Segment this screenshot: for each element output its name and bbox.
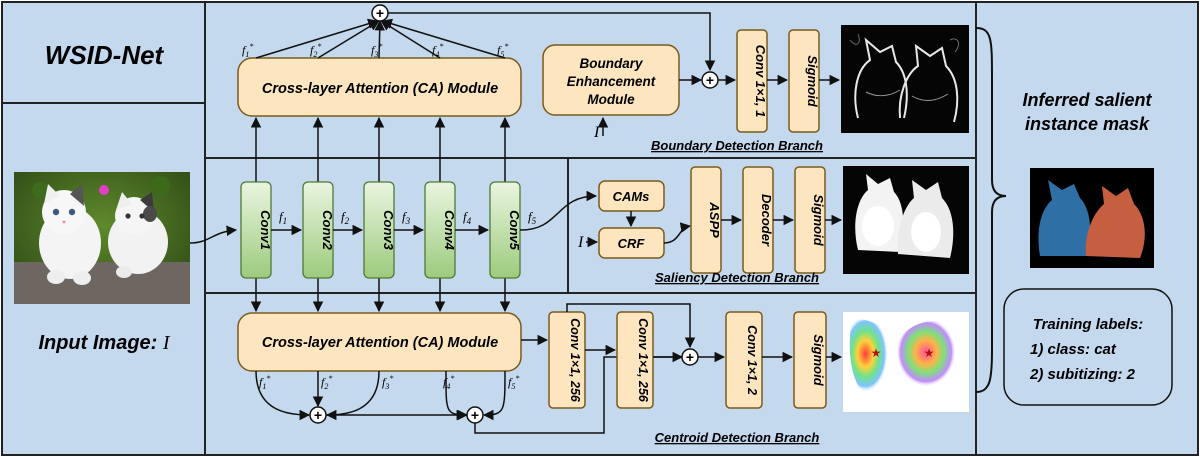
diagram-title: WSID-Net	[45, 40, 165, 70]
svg-text:Module: Module	[587, 92, 635, 107]
crf-block: CRF	[598, 227, 665, 259]
training-label-subitizing: 2) subitizing: 2	[1029, 366, 1136, 383]
ca-top-fusion-arrow	[255, 18, 379, 59]
feature-label-2: f2	[341, 209, 350, 226]
ca-module-top: Cross-layer Attention (CA) Module	[237, 57, 522, 117]
ca-module-bottom-label: Cross-layer Attention (CA) Module	[262, 335, 498, 351]
svg-text:Conv 1×1, 1: Conv 1×1, 1	[753, 45, 768, 118]
inferred-instance-mask	[1030, 168, 1154, 268]
output-label-line-2: instance mask	[1025, 114, 1150, 134]
conv-block-label-1: Conv1	[258, 210, 273, 250]
conv-block-label-3: Conv3	[381, 210, 396, 251]
ca-bottom-fusion-arrow	[482, 370, 506, 421]
svg-text:Boundary: Boundary	[579, 56, 643, 71]
training-labels-title: Training labels:	[1033, 316, 1144, 333]
centroid-conv-block-1: Conv 1×1, 256	[548, 311, 586, 409]
svg-text:★: ★	[871, 346, 882, 360]
training-labels-box: Training labels: 1) class: cat 2) subiti…	[1003, 288, 1173, 406]
ca-top-feature-label-5: f5*	[497, 42, 508, 59]
ca-module-top-label: Cross-layer Attention (CA) Module	[262, 81, 498, 97]
svg-text:Conv 1×1, 256: Conv 1×1, 256	[636, 318, 650, 403]
ca-top-feature-label-3: f3*	[371, 42, 382, 59]
saliency-output-image	[843, 166, 969, 274]
svg-text:+: +	[686, 349, 694, 365]
decoder-block: Decoder	[742, 166, 774, 274]
feature-label-3: f3	[402, 209, 411, 226]
output-brace	[975, 27, 1007, 393]
ca-top-fusion-arrow	[317, 20, 380, 59]
saliency-sigmoid-block: Sigmoid	[794, 166, 826, 274]
ca-module-bottom: Cross-layer Attention (CA) Module	[237, 312, 522, 372]
input-image-label: Input Image: I	[38, 332, 170, 354]
svg-text:Sigmoid: Sigmoid	[811, 334, 826, 386]
boundary-branch-label: Boundary Detection Branch	[651, 138, 823, 153]
centroid-branch-label: Centroid Detection Branch	[655, 430, 820, 445]
svg-text:Sigmoid: Sigmoid	[805, 55, 820, 107]
ca-top-feature-label-1: f1*	[242, 42, 253, 59]
boundary-input-symbol: I	[593, 124, 600, 141]
centroid-conv-block-3: Conv 1×1, 2	[725, 311, 763, 409]
conv-block-label-4: Conv4	[442, 210, 457, 251]
svg-text:Decoder: Decoder	[759, 194, 774, 247]
svg-text:Conv 1×1, 256: Conv 1×1, 256	[568, 318, 582, 403]
ca-bottom-feature-label-4: f4*	[443, 374, 454, 391]
cams-block: CAMs	[598, 180, 665, 212]
top-fusion: f1* f2* f3* f4* f5*	[242, 18, 508, 59]
conv-block-label-2: Conv2	[320, 210, 335, 251]
ca-top-feature-label-2: f2*	[310, 42, 321, 59]
saliency-branch-label: Saliency Detection Branch	[655, 270, 819, 285]
output-label-line-1: Inferred salient	[1022, 90, 1152, 110]
ca-bottom-fusion-arrow	[255, 370, 311, 421]
centroid-conv-block-2: Conv 1×1, 256	[616, 311, 654, 409]
svg-text:+: +	[706, 72, 714, 88]
ca-bottom-feature-label-5: f5*	[508, 374, 519, 391]
boundary-conv-block: Conv 1×1, 1	[736, 29, 768, 133]
feature-label-5: f5	[528, 209, 537, 226]
ca-top-fusion-arrow	[374, 19, 385, 59]
ca-bottom-feature-label-1: f1*	[259, 374, 270, 391]
boundary-sigmoid-block: Sigmoid	[788, 29, 820, 133]
ca-top-feature-label-4: f4*	[432, 42, 443, 59]
training-label-class: 1) class: cat	[1030, 341, 1117, 358]
svg-text:+: +	[471, 407, 479, 423]
svg-text:CRF: CRF	[618, 236, 646, 251]
boundary-enhancement-module: Boundary Enhancement Module	[542, 44, 680, 116]
conv-block-label-5: Conv5	[507, 210, 522, 251]
svg-text:★: ★	[924, 346, 935, 360]
svg-text:Conv 1×1, 2: Conv 1×1, 2	[745, 325, 759, 395]
crf-input-symbol: I	[577, 234, 584, 251]
svg-text:ASPP: ASPP	[707, 201, 722, 238]
feature-label-4: f4	[463, 209, 472, 226]
bottom-fusion: f1* f2* f3* f4* f5*	[255, 370, 519, 421]
centroid-output-image: ★ ★	[843, 312, 969, 412]
svg-text:Sigmoid: Sigmoid	[811, 194, 826, 246]
boundary-output-image	[841, 25, 969, 133]
ca-bottom-feature-label-3: f3*	[382, 374, 393, 391]
input-image	[14, 172, 190, 304]
feature-label-1: f1	[279, 209, 287, 226]
aspp-block: ASPP	[690, 166, 722, 274]
backbone: Conv1 f1 Conv2 f2 Conv3 f3 Conv4 f4 Conv5 f5	[240, 116, 537, 313]
svg-text:CAMs: CAMs	[613, 189, 650, 204]
ca-bottom-feature-label-2: f2*	[321, 374, 332, 391]
svg-text:Enhancement: Enhancement	[567, 74, 656, 89]
svg-text:+: +	[376, 5, 384, 21]
centroid-sigmoid-block: Sigmoid	[793, 311, 827, 409]
ca-top-fusion-arrow	[381, 18, 506, 59]
svg-text:+: +	[314, 407, 322, 423]
